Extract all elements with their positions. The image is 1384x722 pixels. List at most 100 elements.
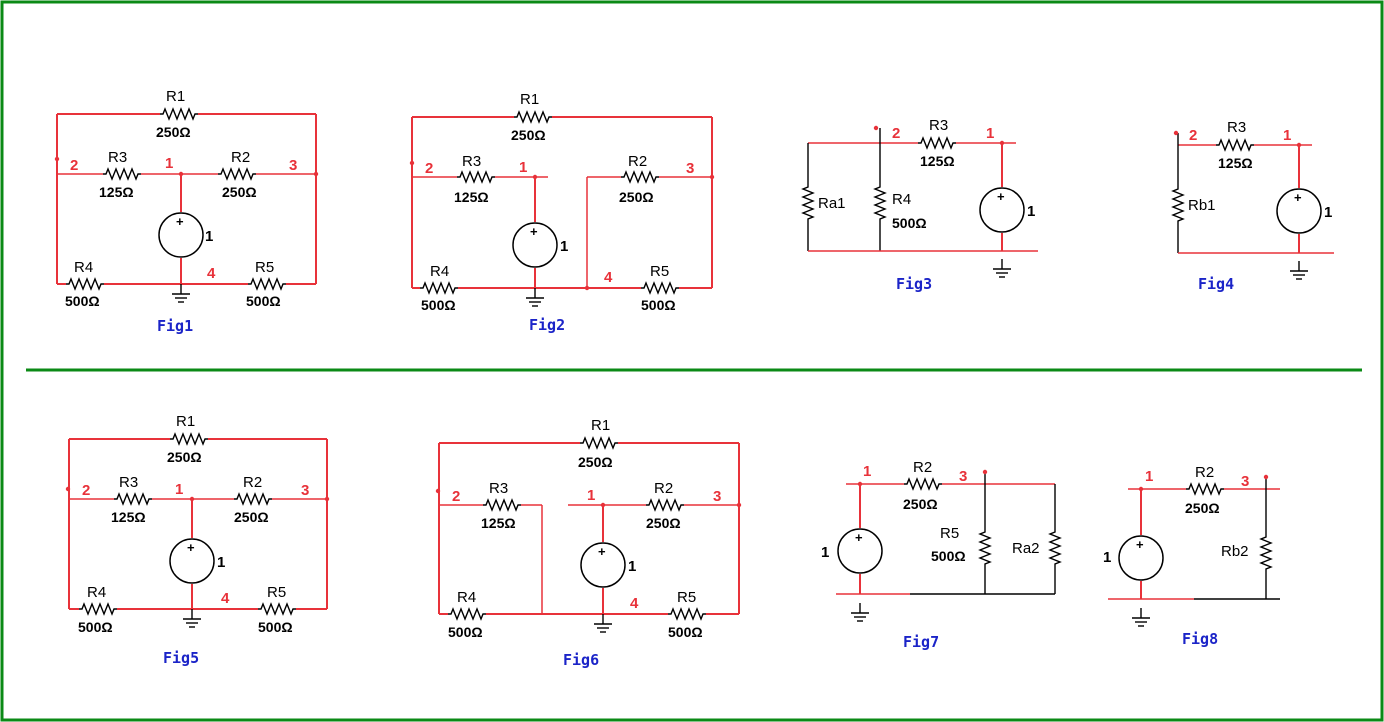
fig4-source-label: 1 (1324, 204, 1332, 221)
fig2-r1-value: 250Ω (511, 127, 546, 143)
fig1-source-plus: + (176, 214, 184, 229)
fig8-r2-value: 250Ω (1185, 500, 1220, 516)
fig1-r5-value: 500Ω (246, 293, 281, 309)
fig6-circuit (435, 437, 742, 633)
fig8-caption: Fig8 (1182, 630, 1218, 648)
fig2-source-plus: + (530, 224, 538, 239)
fig5-r3-value: 125Ω (111, 509, 146, 525)
fig4-r3-name: R3 (1227, 119, 1246, 136)
fig1-node-4: 4 (207, 265, 216, 282)
fig4-node-2: 2 (1189, 127, 1197, 144)
fig6-caption: Fig6 (563, 651, 599, 669)
fig4-rb1-label: Rb1 (1188, 197, 1216, 214)
fig1-node-3: 3 (289, 157, 297, 174)
fig5-r2-value: 250Ω (234, 509, 269, 525)
fig7-r2-name: R2 (913, 459, 932, 476)
fig5-r3-name: R3 (119, 474, 138, 491)
fig2-r3-value: 125Ω (454, 189, 489, 205)
fig4-caption: Fig4 (1198, 275, 1234, 293)
fig5-r4-name: R4 (87, 584, 106, 601)
fig3-ra1-label: Ra1 (818, 195, 846, 212)
fig5-node-4: 4 (221, 590, 230, 607)
fig6-r5-value: 500Ω (668, 624, 703, 640)
fig2-caption: Fig2 (529, 316, 565, 334)
fig7-r5-value: 500Ω (931, 548, 966, 564)
fig3-r3-value: 125Ω (920, 153, 955, 169)
fig7-circuit (836, 469, 1061, 622)
fig6-r3-value: 125Ω (481, 515, 516, 531)
fig7-node-1: 1 (863, 463, 871, 480)
fig2-node-4: 4 (604, 269, 613, 286)
fig1-node-2: 2 (70, 157, 78, 174)
fig5-source-plus: + (187, 540, 195, 555)
fig2-circuit (409, 111, 715, 307)
fig8-rb2-label: Rb2 (1221, 543, 1249, 560)
fig5-node-1: 1 (175, 481, 183, 498)
fig5-caption: Fig5 (163, 649, 199, 667)
fig2-source-label: 1 (560, 238, 568, 255)
fig6-source-label: 1 (628, 558, 636, 575)
fig1-r3-value: 125Ω (99, 184, 134, 200)
fig2-r5-value: 500Ω (641, 297, 676, 313)
fig6-r5-name: R5 (677, 589, 696, 606)
fig1-circuit (54, 108, 319, 303)
fig3-circuit (802, 125, 1038, 278)
fig7-ra2-label: Ra2 (1012, 540, 1040, 557)
fig5-r1-value: 250Ω (167, 449, 202, 465)
fig6-node-4: 4 (630, 595, 639, 612)
fig2-r1-name: R1 (520, 91, 539, 108)
fig6-r2-name: R2 (654, 480, 673, 497)
fig1-r4-name: R4 (74, 259, 93, 276)
fig1-node-1: 1 (165, 155, 173, 172)
fig5-r4-value: 500Ω (78, 619, 113, 635)
fig3-source-plus: + (997, 189, 1005, 204)
fig5-node-3: 3 (301, 482, 309, 499)
fig3-node-1: 1 (986, 125, 994, 142)
fig3-r3-name: R3 (929, 117, 948, 134)
fig6-r4-value: 500Ω (448, 624, 483, 640)
fig2-r2-value: 250Ω (619, 189, 654, 205)
fig1-r2-name: R2 (231, 149, 250, 166)
fig1-r4-value: 500Ω (65, 293, 100, 309)
fig6-node-1: 1 (587, 487, 595, 504)
fig6-r4-name: R4 (457, 589, 476, 606)
fig8-node-1: 1 (1145, 468, 1153, 485)
fig5-circuit (65, 433, 330, 628)
fig3-r4-name: R4 (892, 191, 911, 208)
fig1-caption: Fig1 (157, 317, 193, 335)
fig1-source-label: 1 (205, 228, 213, 245)
fig6-r2-value: 250Ω (646, 515, 681, 531)
fig5-r2-name: R2 (243, 474, 262, 491)
fig5-node-2: 2 (82, 482, 90, 499)
fig7-source-plus: + (855, 530, 863, 545)
fig2-node-1: 1 (519, 159, 527, 176)
fig3-r4-value: 500Ω (892, 215, 927, 231)
fig4-circuit (1172, 130, 1334, 280)
fig1-r2-value: 250Ω (222, 184, 257, 200)
fig6-r1-value: 250Ω (578, 454, 613, 470)
fig7-caption: Fig7 (903, 633, 939, 651)
fig1-r1-name: R1 (166, 88, 185, 105)
fig3-node-2: 2 (892, 125, 900, 142)
fig4-r3-value: 125Ω (1218, 155, 1253, 171)
fig1-r3-name: R3 (108, 149, 127, 166)
fig2-r4-name: R4 (430, 263, 449, 280)
fig2-r4-value: 500Ω (421, 297, 456, 313)
fig8-r2-name: R2 (1195, 464, 1214, 481)
fig5-r5-name: R5 (267, 584, 286, 601)
fig6-node-2: 2 (452, 488, 460, 505)
fig8-source-plus: + (1136, 537, 1144, 552)
fig3-caption: Fig3 (896, 275, 932, 293)
fig2-node-3: 3 (686, 160, 694, 177)
fig1-r5-name: R5 (255, 259, 274, 276)
fig2-r3-name: R3 (462, 153, 481, 170)
fig7-r2-value: 250Ω (903, 496, 938, 512)
fig7-node-3: 3 (959, 468, 967, 485)
fig5-source-label: 1 (217, 554, 225, 571)
fig2-r2-name: R2 (628, 153, 647, 170)
fig6-source-plus: + (598, 544, 606, 559)
fig6-node-3: 3 (713, 488, 721, 505)
fig6-r1-name: R1 (591, 417, 610, 434)
fig5-r1-name: R1 (176, 413, 195, 430)
